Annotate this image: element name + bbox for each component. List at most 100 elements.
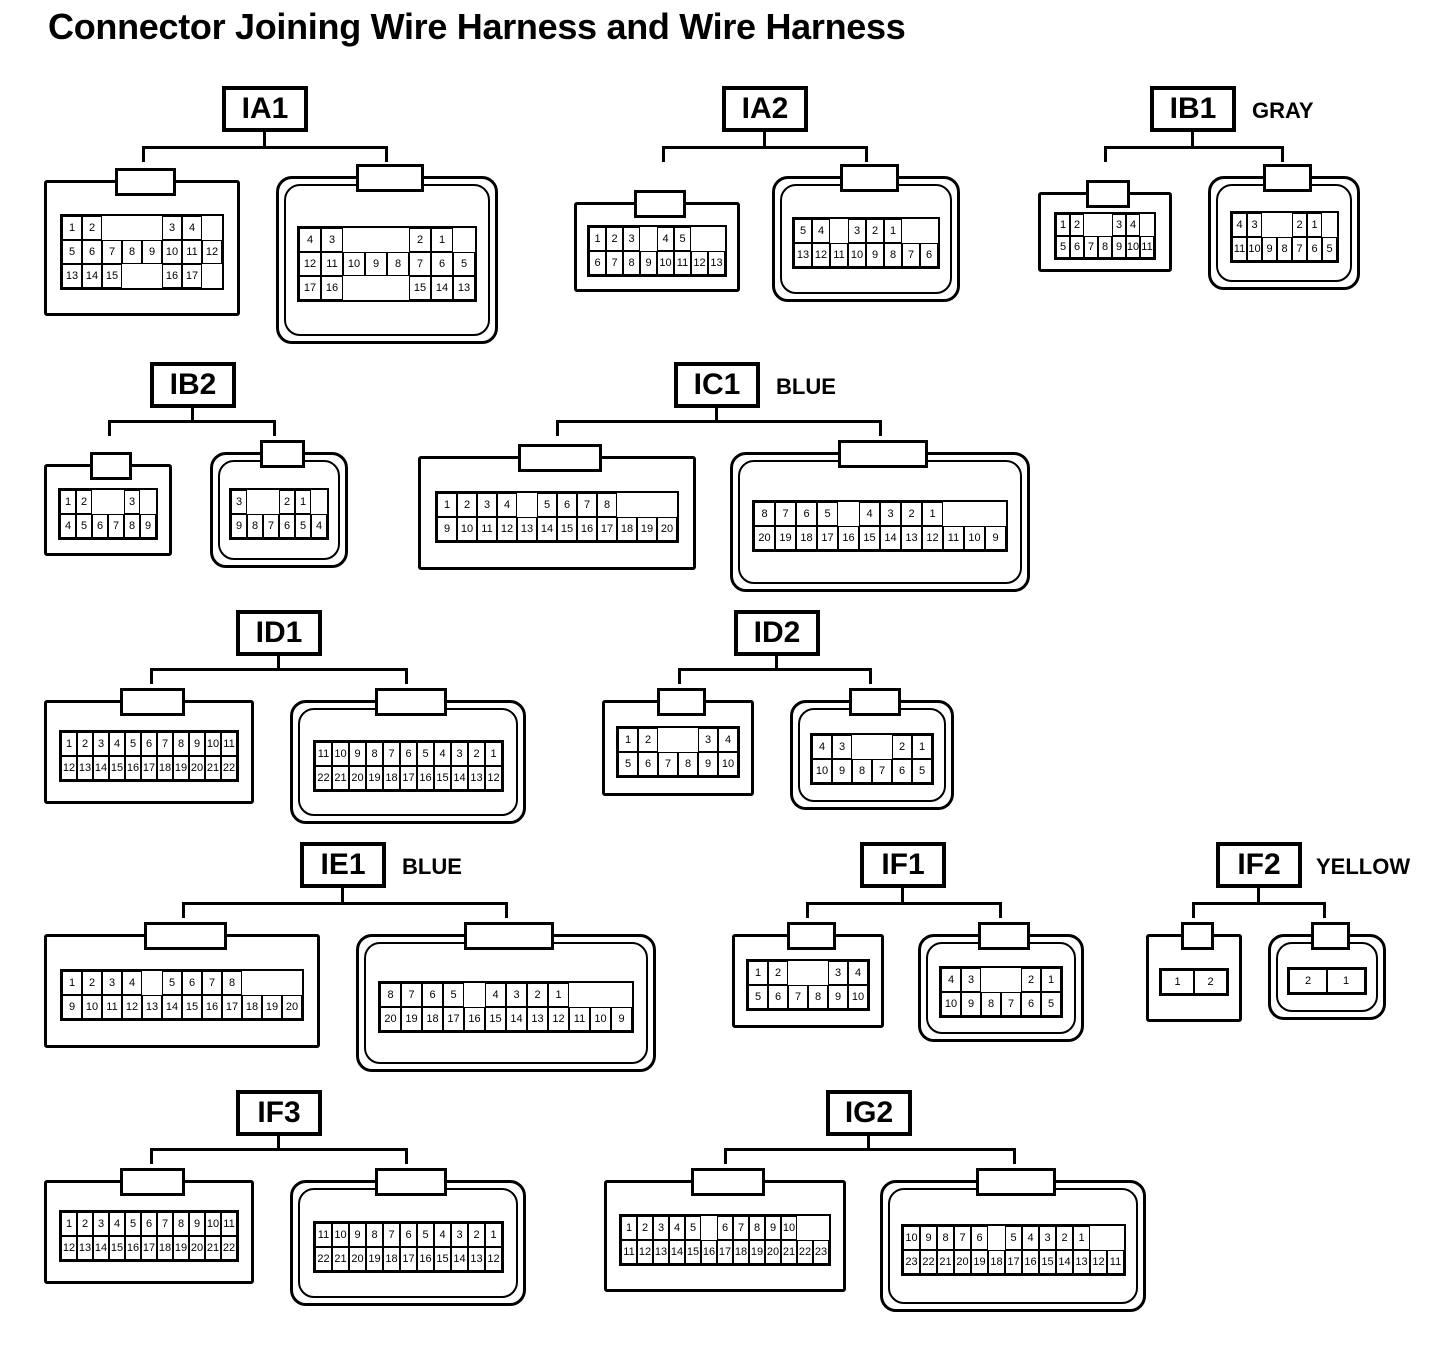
pin-cell (691, 227, 708, 251)
pin-cell: 6 (400, 742, 417, 766)
pin-cell: 5 (443, 983, 464, 1007)
pin-cell: 9 (349, 1223, 366, 1247)
pin-cell: 4 (434, 1223, 451, 1247)
bracket-ib1 (1104, 146, 1284, 162)
pin-cell (808, 961, 828, 985)
pin-cell: 8 (623, 251, 640, 275)
pin-cell: 14 (82, 264, 102, 288)
pin-cell: 1 (884, 219, 902, 243)
pin-cell: 5 (453, 252, 475, 276)
pin-cell: 5 (417, 742, 434, 766)
pin-cell: 16 (701, 1240, 717, 1264)
pin-cell: 10 (848, 985, 868, 1009)
connector-label-ib2: IB2 (150, 362, 236, 408)
pin-cell (838, 502, 859, 526)
pin-cell: 2 (1056, 1226, 1073, 1250)
pin-cell: 18 (796, 526, 817, 550)
pin-cell (981, 968, 1001, 992)
pin-cell: 13 (901, 526, 922, 550)
bracket-stem (341, 888, 344, 902)
pin-cell: 6 (717, 1216, 733, 1240)
connector-latch (356, 164, 424, 192)
connector-latch (260, 440, 305, 468)
pin-cell: 13 (77, 1236, 93, 1260)
pin-cell: 5 (62, 240, 82, 264)
pin-cell: 7 (788, 985, 808, 1009)
pin-cell: 3 (93, 732, 109, 756)
pin-cell: 8 (597, 493, 617, 517)
pin-cell: 5 (537, 493, 557, 517)
pin-cell: 8 (1098, 236, 1112, 258)
pin-cell: 8 (122, 240, 142, 264)
pin-cell: 15 (182, 995, 202, 1019)
pin-cell: 6 (182, 971, 202, 995)
pin-cell: 11 (321, 252, 343, 276)
pin-cell (387, 228, 409, 252)
bracket-stem (277, 1136, 280, 1148)
pin-cell: 8 (380, 983, 401, 1007)
pin-cell (202, 216, 222, 240)
pin-cell: 15 (102, 264, 122, 288)
pin-cell: 3 (848, 219, 866, 243)
connector-latch (464, 922, 554, 950)
pin-cell: 19 (366, 766, 383, 790)
pin-cell: 3 (698, 728, 718, 752)
pin-cell: 5 (76, 514, 92, 538)
pin-cell: 6 (141, 732, 157, 756)
pin-cell: 4 (718, 728, 738, 752)
pin-cell (242, 971, 262, 995)
pin-cell: 8 (678, 752, 698, 776)
pin-cell: 8 (749, 1216, 765, 1240)
pin-cell: 4 (299, 228, 321, 252)
pin-cell (142, 971, 162, 995)
pin-cell: 7 (157, 732, 173, 756)
pin-cell: 7 (902, 243, 920, 267)
pin-cell: 7 (202, 971, 222, 995)
pin-cell: 9 (1112, 236, 1126, 258)
pin-cell: 10 (332, 742, 349, 766)
pin-cell: 1 (1327, 969, 1365, 993)
pin-cell: 10 (812, 759, 832, 783)
pin-cell (142, 264, 162, 288)
pin-cell: 16 (162, 264, 182, 288)
bracket-stem (867, 1136, 870, 1148)
pin-cell: 10 (343, 252, 365, 276)
pin-cell (282, 971, 302, 995)
pin-cell (92, 490, 108, 514)
pin-cell: 22 (315, 766, 332, 790)
pin-cell: 2 (892, 735, 912, 759)
pin-cell: 1 (621, 1216, 637, 1240)
pin-cell (1090, 1226, 1107, 1250)
pin-cell: 4 (812, 735, 832, 759)
pin-cell: 17 (400, 1247, 417, 1271)
pin-cell: 10 (1247, 237, 1262, 261)
pin-cell: 7 (872, 759, 892, 783)
pin-cell: 6 (141, 1212, 157, 1236)
pin-cell: 3 (162, 216, 182, 240)
pin-cell: 6 (82, 240, 102, 264)
pin-cell: 11 (221, 1212, 237, 1236)
pin-cell: 2 (1021, 968, 1041, 992)
pin-cell: 15 (859, 526, 880, 550)
pin-cell: 12 (61, 756, 77, 780)
pin-cell (102, 216, 122, 240)
pin-cell: 2 (527, 983, 548, 1007)
pin-cell: 21 (205, 756, 221, 780)
bracket-id1 (150, 668, 408, 684)
pin-cell: 19 (366, 1247, 383, 1271)
connector-latch (838, 440, 928, 468)
connector-latch (849, 688, 901, 716)
pin-cell: 19 (971, 1250, 988, 1274)
pin-cell: 2 (866, 219, 884, 243)
